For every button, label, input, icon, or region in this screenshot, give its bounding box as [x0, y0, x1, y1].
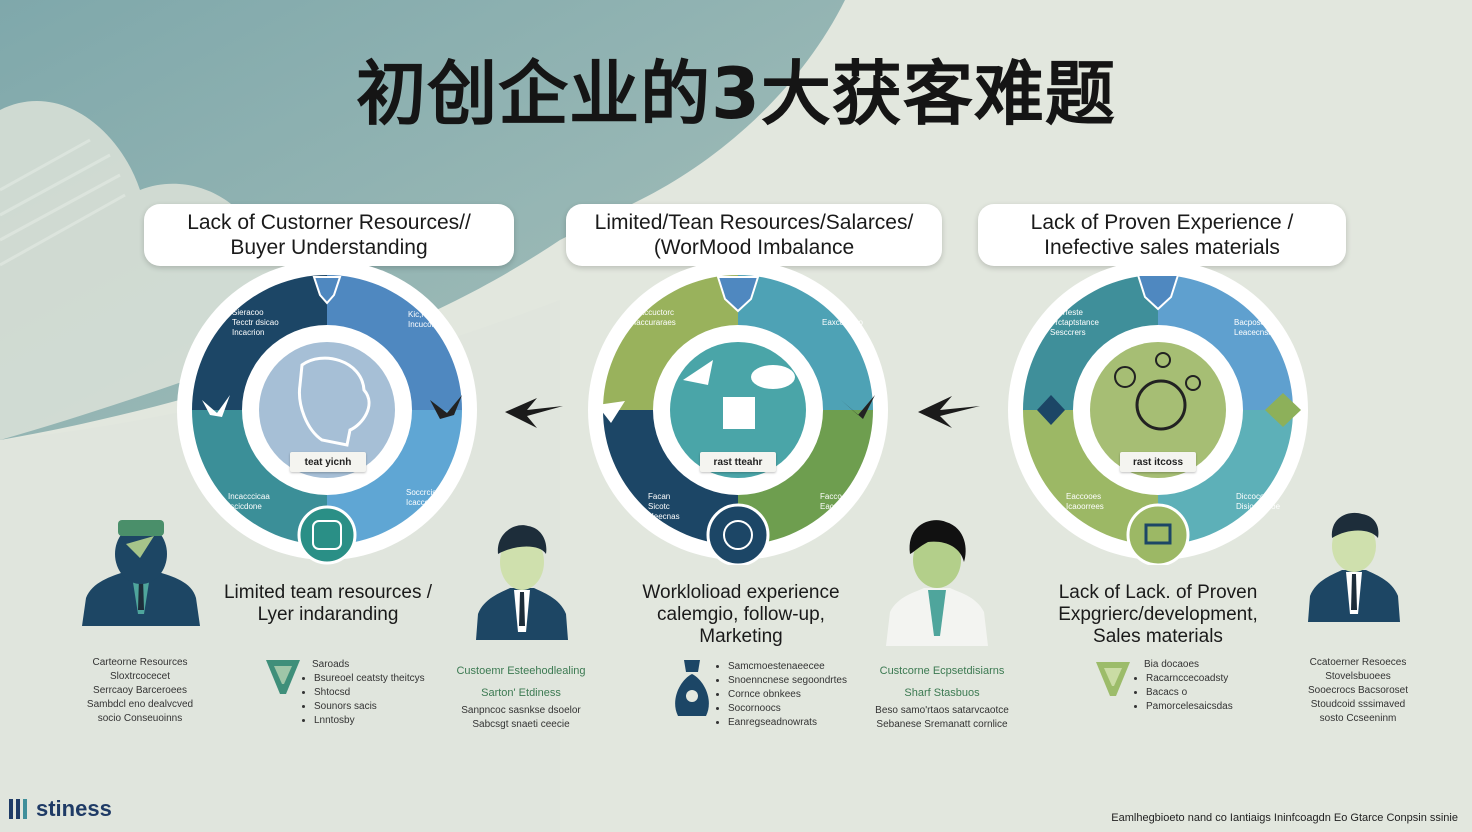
list-heading: Custcorne Ecpsetdisiarns: [879, 665, 1005, 677]
brand-logo: stiness: [8, 796, 112, 822]
list-item: Serrcaoy Barceroees: [93, 685, 187, 696]
list-item: Pamorcelesaicsdas: [1146, 700, 1274, 714]
panel-1-header-line-2: Buyer Understanding: [230, 236, 428, 259]
panel-1-center-tag: teat yicnh: [290, 452, 366, 472]
list-item: Sebanese Sremanatt cornlice: [876, 719, 1008, 730]
list-item: Stoudcoid sssimaved: [1310, 699, 1406, 710]
list-item: socio Conseuoinns: [97, 713, 183, 724]
panel-3-caption: Lack of Lack. of Proven Expgrierc/develo…: [1036, 582, 1280, 648]
panel-3-ring: [1008, 260, 1308, 565]
panel-1-ring-label-bl: Incacccicaa Iscicdone: [228, 492, 270, 511]
panel-1-ring-label-br: Soccrcis Icaccocco: [406, 488, 442, 507]
businessman-icon: [476, 525, 568, 640]
panel-2-caption: Worklolioad experience calemgio, follow-…: [612, 582, 870, 648]
list-item: Sloxtrcocecet: [109, 671, 171, 682]
panel-1-bullets: Saroads Bsureoel ceatsty theitcys Shtocs…: [302, 658, 442, 728]
panel-1-caption-line-1: Limited team resources /: [223, 582, 433, 603]
list-item: Carteorne Resources: [92, 657, 188, 668]
panel-3-bullets: Bia docaoes Racarnccecoadsty Bacacs o Pa…: [1134, 658, 1274, 714]
list-item: Cornce obnkees: [728, 688, 856, 702]
list-heading: Custoemr Esteehodlealing: [456, 665, 586, 677]
businessman-icon: [82, 520, 200, 626]
bullet-heading: Bia docaoes: [1144, 659, 1200, 670]
panel-2-ring-label-tr: Eaxcucicoo: [822, 318, 863, 327]
list-item: Eanregseadnowrats: [728, 716, 856, 730]
panel-2-left-list: Custoemr Esteehodlealing Sarton' Etdines…: [446, 664, 596, 732]
panel-3-caption-line-2: Expgrierc/development,: [1058, 604, 1258, 625]
list-item: Snoenncnese segoondrtes: [728, 674, 856, 688]
panel-3-center-tag: rast itcoss: [1120, 452, 1196, 472]
list-subheading: Sarton' Etdiness: [481, 687, 561, 699]
panel-3-ring-label-tr: Bacposes Leacecnsk: [1234, 318, 1273, 337]
page-title: 初创企业的3大获客难题: [356, 53, 1116, 135]
list-item: Lnntosby: [314, 714, 442, 728]
bullet-heading: Saroads: [312, 659, 350, 670]
list-item: Racarnccecoadsty: [1146, 672, 1274, 686]
brand-name: stiness: [36, 796, 112, 821]
list-item: Ccatoerner Resoeces: [1309, 657, 1407, 668]
panel-1-header-line-1: Lack of Custorner Resources//: [187, 211, 471, 234]
panel-3-header: Lack of Proven Experience / Inefective s…: [978, 204, 1346, 266]
panel-2-caption-line-3: Marketing: [699, 626, 783, 647]
panel-3-header-line-2: Inefective sales materials: [1044, 236, 1280, 259]
panel-2-ring-label-br: Facco Eacncs: [820, 492, 847, 511]
panel-2-ring-label-bl: Facan Sicotc Heecnas: [648, 492, 680, 521]
list-item: Bsureoel ceatsty theitcys: [314, 672, 442, 686]
panel-1-caption: Limited team resources / Lyer indarandin…: [208, 582, 448, 626]
list-item: Sanpncoc sasnkse dsoelor: [461, 705, 581, 716]
list-item: Bacacs o: [1146, 686, 1274, 700]
money-bag-icon: [675, 660, 709, 716]
panel-2-bullets: Samcmoestenaeecee Snoenncnese segoondrte…: [716, 660, 856, 730]
list-item: sosto Ccseeninm: [1319, 713, 1397, 724]
arrow-left-icon: [505, 398, 563, 428]
funnel-icon: [1096, 662, 1130, 696]
list-subheading: Sharf Stasbuos: [904, 687, 980, 699]
panel-2-header-line-1: Limited/Tean Resources/Salarces/: [594, 211, 914, 234]
right-list: Ccatoerner Resoeces Stovelsbuoees Sooecr…: [1292, 656, 1424, 726]
panel-2-ring: [588, 260, 888, 565]
panel-2-top-marker: [716, 276, 760, 313]
panel-1-ring-label-tl: Sieracoo Tecctr dsicao Incacrion: [232, 308, 279, 337]
funnel-icon: [266, 660, 300, 694]
panel-2-header-line-2: (WorMood Imbalance: [653, 236, 855, 259]
list-item: Socornoocs: [728, 702, 856, 716]
panel-2-center-tag: rast tteahr: [700, 452, 776, 472]
panel-3-ring-label-tl: Lacrfeste Prctaptstance Sesccrers: [1050, 308, 1099, 337]
panel-1-caption-line-2: Lyer indaranding: [257, 604, 399, 625]
panel-2-ring-label-tl: Caccuctorc Iaccuraraes: [634, 308, 676, 327]
businessman-icon: [1308, 512, 1400, 622]
panel-2-header: Limited/Tean Resources/Salarces/ (WorMoo…: [566, 204, 942, 266]
list-item: Beso samo'rtaos satarvcaotce: [875, 705, 1009, 716]
panel-1-ring: [177, 260, 477, 565]
panel-1-ring-label-tr: Kic,rocc Incucorco: [408, 310, 443, 329]
panel-3-left-list: Custcorne Ecpsetdisiarns Sharf Stasbuos …: [870, 664, 1014, 732]
panel-2-caption-line-2: calemgio, follow-up,: [657, 604, 825, 625]
panel-3-ring-label-bl: Eaccooes Icaoorrees: [1066, 492, 1104, 511]
list-item: Sabcsgt snaeti ceecie: [472, 719, 570, 730]
panel-3-caption-line-1: Lack of Lack. of Proven: [1058, 582, 1258, 603]
list-item: Samcmoestenaeecee: [728, 660, 856, 674]
list-item: Sambdcl eno dealvcved: [86, 699, 194, 710]
panel-3-ring-label-br: Diccococsa Disiocdeooe: [1236, 492, 1281, 511]
list-item: Sounors sacis: [314, 700, 442, 714]
arrow-left-icon: [918, 396, 980, 428]
panel-3-header-line-1: Lack of Proven Experience /: [1030, 211, 1294, 234]
list-item: Stovelsbuoees: [1325, 671, 1391, 682]
panel-3-caption-line-3: Sales materials: [1093, 626, 1223, 647]
panel-2-caption-line-1: Worklolioad experience: [642, 582, 840, 603]
list-item: Shtocsd: [314, 686, 442, 700]
doctor-icon: [886, 520, 988, 646]
panel-3-top-marker: [1136, 274, 1180, 311]
panel-1-top-marker: [312, 276, 342, 305]
logo-mark-icon: [9, 799, 27, 819]
panel-1-left-list: Carteorne Resources Sloxtrcocecet Serrca…: [70, 656, 210, 726]
panel-1-header: Lack of Custorner Resources// Buyer Unde…: [144, 204, 514, 266]
list-item: Sooecrocs Bacsoroset: [1307, 685, 1409, 696]
footer-text: Eamlhegbioeto nand co Iantiaigs Ininfcoa…: [1111, 812, 1458, 824]
